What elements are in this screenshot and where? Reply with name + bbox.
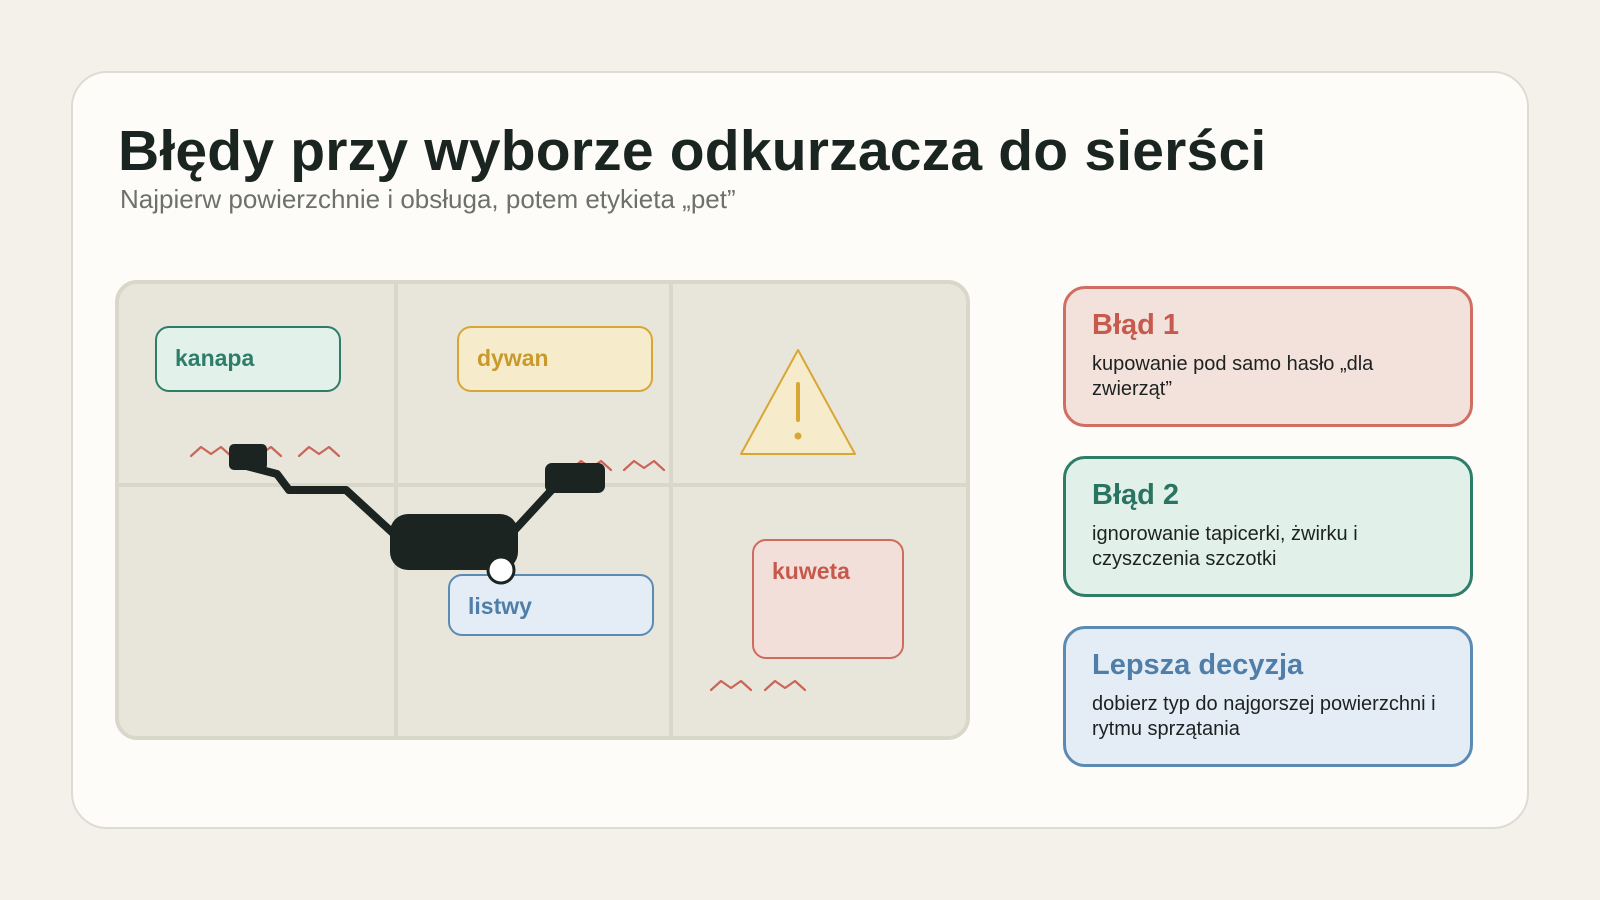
- callout-better-decision: Lepsza decyzja dobierz typ do najgorszej…: [1063, 626, 1473, 767]
- warning-icon: [740, 349, 856, 455]
- page-title: Błędy przy wyborze odkurzacza do sierści: [118, 119, 1267, 183]
- callout-title: Błąd 1: [1092, 309, 1180, 341]
- callout-title: Lepsza decyzja: [1092, 649, 1304, 681]
- callout-text: dobierz typ do najgorszej powierzchni i …: [1092, 693, 1436, 740]
- scene-drawing: [189, 349, 856, 692]
- surface-tag-dywan: dywan: [457, 326, 653, 392]
- page-subtitle: Najpierw powierzchnie i obsługa, potem e…: [120, 184, 736, 214]
- surfaces-scene: kanapa dywan kuweta listwy: [115, 280, 970, 740]
- surface-label-dywan: dywan: [477, 345, 549, 371]
- surface-label-kuweta: kuweta: [772, 558, 850, 584]
- surface-tag-listwy: listwy: [448, 574, 654, 636]
- callout-mistake-1: Błąd 1 kupowanie pod samo hasło „dla zwi…: [1063, 286, 1473, 427]
- vacuum-icon: [229, 444, 605, 570]
- callout-mistake-2: Błąd 2 ignorowanie tapicerki, żwirku i c…: [1063, 456, 1473, 597]
- surface-tag-kuweta: kuweta: [752, 539, 904, 659]
- surface-label-kanapa: kanapa: [175, 345, 255, 371]
- callout-title: Błąd 2: [1092, 479, 1180, 511]
- vacuum-wheel: [486, 555, 516, 585]
- callout-text: kupowanie pod samo hasło „dla zwierząt”: [1092, 353, 1374, 400]
- callout-text: ignorowanie tapicerki, żwirku i czyszcze…: [1092, 523, 1358, 570]
- surface-label-listwy: listwy: [468, 593, 532, 619]
- surface-tag-kanapa: kanapa: [155, 326, 341, 392]
